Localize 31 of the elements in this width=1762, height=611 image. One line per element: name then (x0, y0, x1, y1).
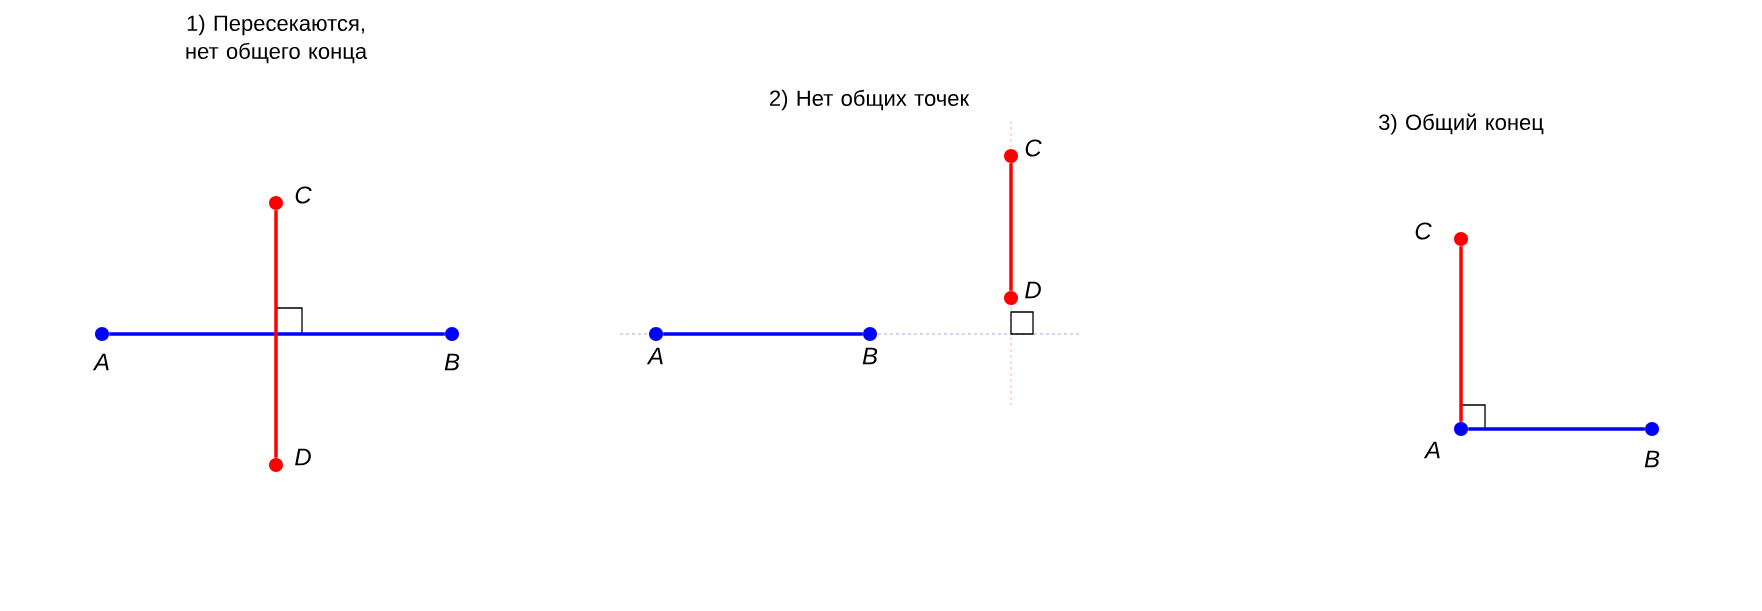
point-dot (1645, 422, 1659, 436)
point-dot (269, 196, 283, 210)
point-label: B (1644, 450, 1660, 468)
point-label: C (1025, 139, 1042, 157)
line-segment (1468, 427, 1645, 431)
line-segment (1459, 246, 1463, 422)
point-label: C (1415, 222, 1432, 240)
point-dot (1004, 149, 1018, 163)
point-dot (1454, 232, 1468, 246)
point-label: D (1025, 281, 1041, 299)
point-dot (445, 327, 459, 341)
point-label: D (295, 448, 311, 466)
line-segment (663, 332, 863, 336)
point-dot (1004, 291, 1018, 305)
point-label: A (92, 353, 109, 371)
point-label: C (295, 186, 312, 204)
point-label: B (444, 353, 460, 371)
line-segment (274, 210, 278, 458)
point-label: A (646, 347, 663, 365)
point-dot (95, 327, 109, 341)
point-label: B (862, 347, 878, 365)
panel-heading: 2) Нет общих точек (770, 89, 970, 111)
point-dot (649, 327, 663, 341)
point-label: A (1423, 441, 1440, 459)
line-segment (1009, 163, 1013, 291)
line-segment (109, 332, 445, 336)
panel-heading: 1) Пересекаются, нет общего конца (186, 14, 368, 64)
point-dot (269, 458, 283, 472)
point-dot (863, 327, 877, 341)
point-dot (1454, 422, 1468, 436)
panel-heading: 3) Общий конец (1379, 113, 1544, 135)
